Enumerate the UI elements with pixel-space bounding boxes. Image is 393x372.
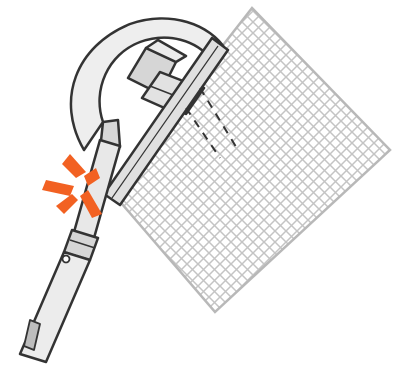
jaw-plate-icon — [102, 36, 230, 207]
clamp-handle-icon — [18, 138, 122, 364]
impact-burst-icon — [42, 154, 102, 218]
hidden-bolt-lines — [185, 87, 239, 159]
